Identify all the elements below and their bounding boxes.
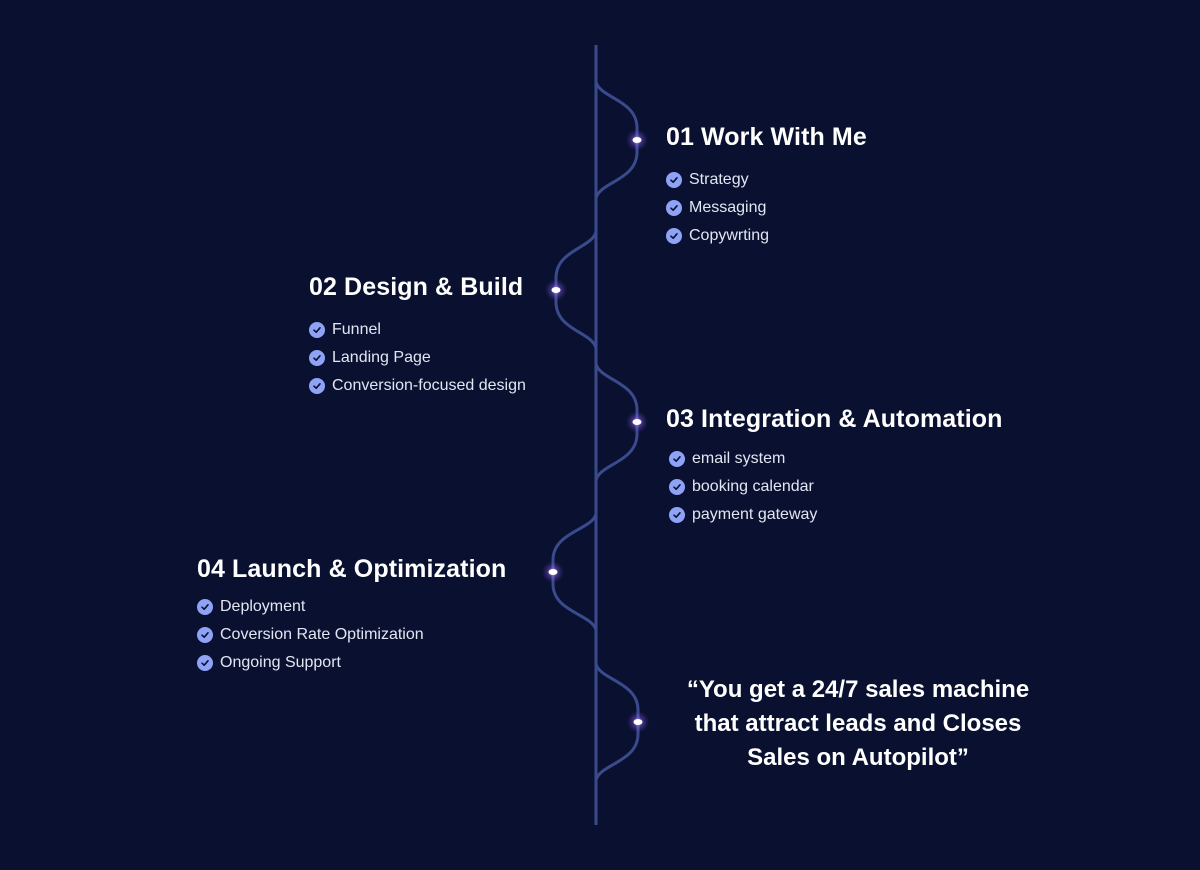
check-circle-icon <box>197 627 213 643</box>
list-item: payment gateway <box>669 504 1003 526</box>
node-1 <box>626 129 648 151</box>
check-circle-icon <box>197 599 213 615</box>
list-item-label: booking calendar <box>692 478 814 495</box>
check-circle-icon <box>669 507 685 523</box>
node-3 <box>626 411 648 433</box>
node-4 <box>542 561 564 583</box>
node-2 <box>545 279 567 301</box>
quote-line: “You get a 24/7 sales machine <box>686 676 1030 703</box>
check-circle-icon <box>666 172 682 188</box>
glowing-node-icon <box>632 137 642 143</box>
step-title: 01 Work With Me <box>666 123 867 151</box>
step-items: Funnel Landing Page Conversion-focused d… <box>309 319 532 397</box>
check-circle-icon <box>309 350 325 366</box>
list-item: Coversion Rate Optimization <box>197 624 506 646</box>
closing-quote: “You get a 24/7 sales machine that attra… <box>658 673 1058 775</box>
list-item-label: Landing Page <box>332 349 431 366</box>
step-design-build: 02 Design & Build Funnel Landing Page Co… <box>309 273 532 403</box>
quote-line: that attract leads and Closes <box>694 710 1022 737</box>
check-circle-icon <box>669 479 685 495</box>
list-item: Deployment <box>197 596 506 618</box>
list-item-label: Ongoing Support <box>220 654 341 671</box>
step-items: Deployment Coversion Rate Optimization O… <box>197 596 506 674</box>
list-item: Strategy <box>666 169 867 191</box>
step-items: email system booking calendar payment ga… <box>669 448 1003 526</box>
list-item-label: Coversion Rate Optimization <box>220 626 424 643</box>
check-circle-icon <box>669 451 685 467</box>
list-item: booking calendar <box>669 476 1003 498</box>
step-items: Strategy Messaging Copywrting <box>666 169 867 247</box>
glowing-node-icon <box>548 569 558 575</box>
glowing-node-icon <box>632 419 642 425</box>
quote-line: Sales on Autopilot” <box>747 744 969 771</box>
node-5 <box>627 711 649 733</box>
list-item: Funnel <box>309 319 532 341</box>
step-work-with-me: 01 Work With Me Strategy Messaging Copyw… <box>666 123 867 253</box>
check-circle-icon <box>309 322 325 338</box>
list-item: Copywrting <box>666 225 867 247</box>
list-item: Ongoing Support <box>197 652 506 674</box>
step-launch-optimization: 04 Launch & Optimization Deployment Cove… <box>197 555 506 680</box>
check-circle-icon <box>197 655 213 671</box>
list-item: Messaging <box>666 197 867 219</box>
list-item: Landing Page <box>309 347 532 369</box>
glowing-node-icon <box>633 719 643 725</box>
list-item-label: Deployment <box>220 598 306 615</box>
step-title: 03 Integration & Automation <box>666 405 1003 433</box>
step-title: 04 Launch & Optimization <box>197 555 507 583</box>
list-item: Conversion-focused design <box>309 375 532 397</box>
list-item-label: payment gateway <box>692 506 818 523</box>
step-title: 02 Design & Build <box>309 273 524 301</box>
list-item-label: Funnel <box>332 321 381 338</box>
check-circle-icon <box>666 228 682 244</box>
list-item-label: Conversion-focused design <box>332 377 526 394</box>
step-integration-automation: 03 Integration & Automation email system… <box>666 405 1003 532</box>
list-item: email system <box>669 448 1003 470</box>
glowing-node-icon <box>551 287 561 293</box>
list-item-label: Copywrting <box>689 227 770 244</box>
list-item-label: Messaging <box>689 199 767 216</box>
list-item-label: email system <box>692 450 786 467</box>
list-item-label: Strategy <box>689 171 749 188</box>
check-circle-icon <box>309 378 325 394</box>
check-circle-icon <box>666 200 682 216</box>
